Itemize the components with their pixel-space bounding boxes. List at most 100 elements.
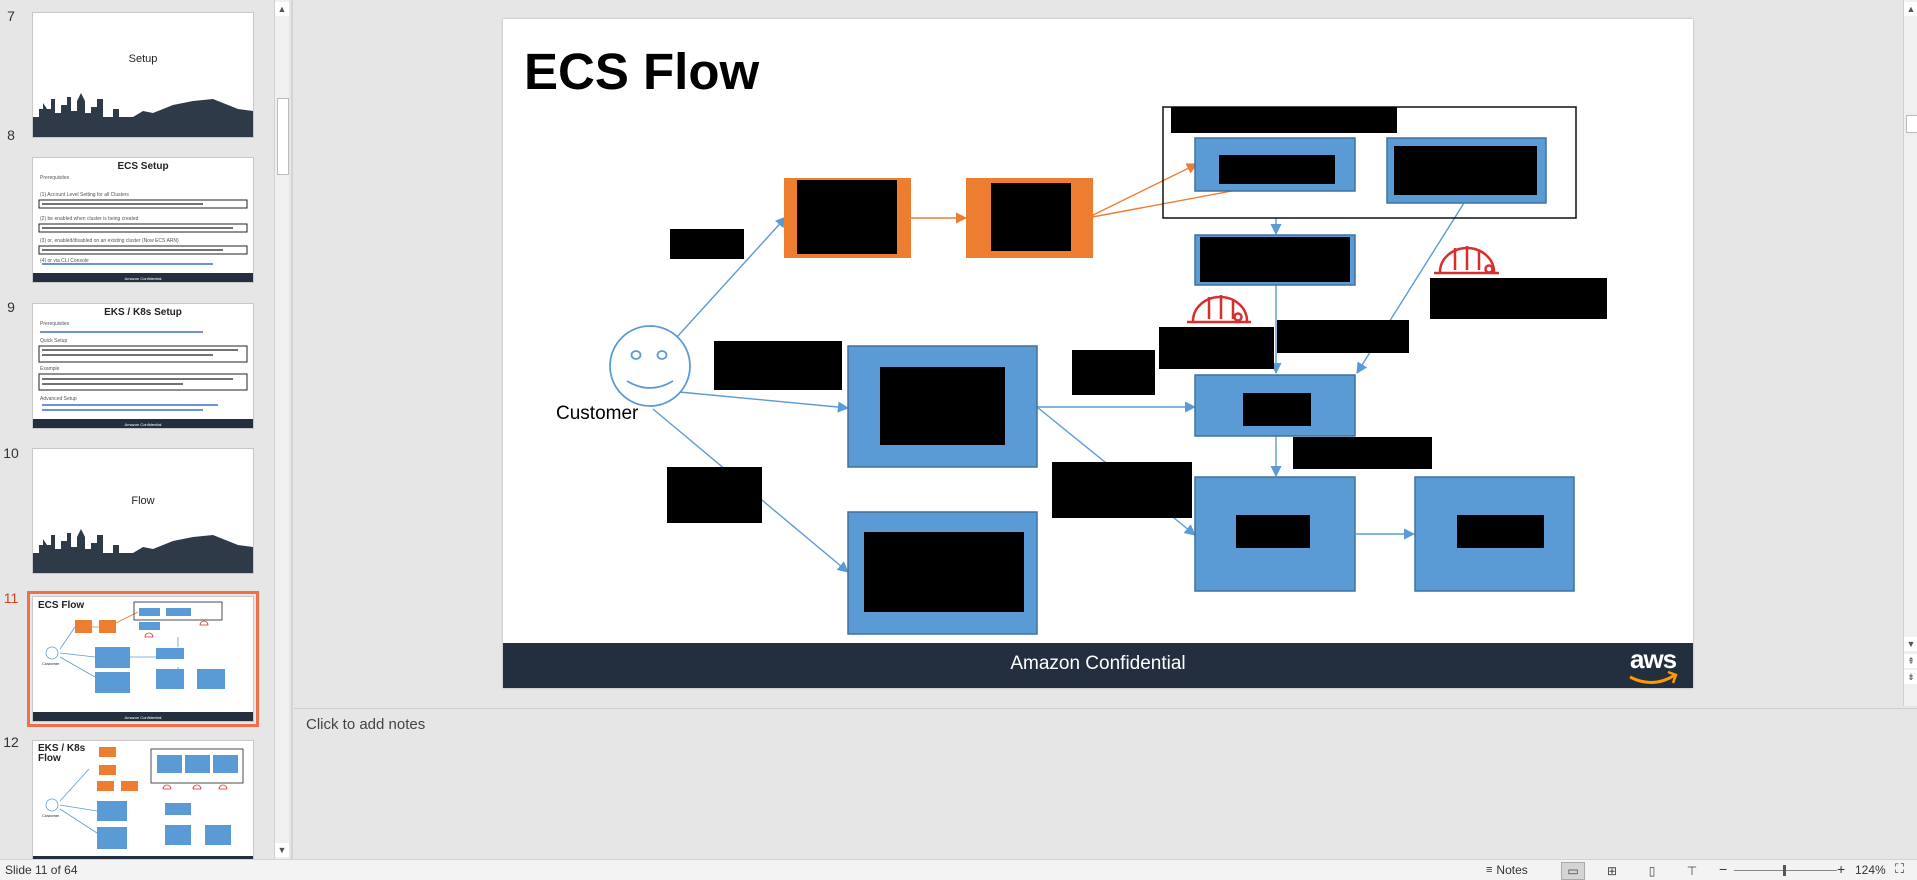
reading-view-icon: ▯ <box>1648 864 1656 878</box>
redacted-label <box>1236 515 1310 548</box>
slide-thumbnail-10[interactable]: Flow <box>32 448 254 574</box>
zoom-level[interactable]: 124% <box>1855 863 1886 877</box>
redacted-label <box>667 467 762 523</box>
thumbnail-number: 11 <box>3 590 19 606</box>
thumbnail-number: 8 <box>7 127 15 143</box>
thumbnail-diagram <box>33 747 253 859</box>
redacted-label <box>864 532 1024 612</box>
thumbnail-line: Advanced Setup <box>40 396 77 402</box>
redacted-label <box>1430 278 1607 319</box>
thumbnail-number: 9 <box>7 299 15 315</box>
scrollbar-thumb[interactable] <box>1906 115 1917 133</box>
redacted-label <box>1072 350 1155 395</box>
thumbnail-number: 12 <box>3 734 19 750</box>
footer-confidential-text[interactable]: Amazon Confidential <box>1010 653 1186 674</box>
fit-to-window-icon[interactable]: ⛶ <box>1895 861 1905 876</box>
slide-thumbnail-8[interactable]: ECS Setup Prerequisites (1) Account Leve… <box>32 157 254 283</box>
thumbnail-footer: Amazon Confidential <box>124 422 162 427</box>
slide-show-button[interactable]: ⊤ <box>1680 862 1704 880</box>
slide-sorter-button[interactable]: ⊞ <box>1600 862 1624 880</box>
zoom-out-icon[interactable]: − <box>1719 861 1728 877</box>
redacted-label <box>797 180 897 254</box>
skyline-graphic <box>33 529 253 573</box>
ecs-flow-diagram <box>503 106 1693 688</box>
thumbnail-line: (2) be enabled when cluster is being cre… <box>40 216 139 222</box>
aws-logo: aws <box>1630 644 1677 674</box>
notes-placeholder[interactable]: Click to add notes <box>306 716 426 733</box>
slide-thumbnail-9[interactable]: EKS / K8s Setup Prerequisites Quick Setu… <box>32 303 254 429</box>
connector-line <box>1086 163 1199 219</box>
thumbnail-title: Setup <box>128 53 158 65</box>
slide-title[interactable]: ECS Flow <box>524 43 760 100</box>
thumbnail-scrollbar[interactable]: ▲ ▼ <box>274 0 289 859</box>
notes-button[interactable]: ≡ Notes <box>1486 861 1528 879</box>
previous-slide-icon[interactable]: ⇞ <box>1904 654 1917 668</box>
redacted-label <box>991 183 1071 251</box>
thumbnail-title: EKS / K8s Flow <box>38 743 86 764</box>
redacted-label <box>1052 462 1192 518</box>
thumbnail-title: ECS Setup <box>117 161 169 172</box>
redacted-label <box>1394 146 1537 195</box>
thumbnail-title: ECS Flow <box>38 600 85 611</box>
slide-indicator: Slide 11 of 64 <box>5 863 78 877</box>
footer-bar <box>503 643 1693 688</box>
redacted-label <box>880 367 1005 445</box>
redacted-label <box>1159 327 1274 369</box>
thumbnail-title: EKS / K8s Setup <box>104 307 182 318</box>
pane-divider[interactable] <box>291 0 293 859</box>
thumbnail-line: (4) or via CLI Console <box>40 258 89 264</box>
slide-editing-area[interactable]: ECS Flow Customer Amazon Confidential aw… <box>294 0 1917 706</box>
redacted-label <box>1277 320 1409 353</box>
thumbnail-line: Prerequisites <box>40 321 70 327</box>
scroll-up-arrow-icon[interactable]: ▲ <box>275 2 289 16</box>
thumbnail-footer: Amazon Confidential <box>124 715 162 720</box>
slide-show-icon: ⊤ <box>1686 864 1698 878</box>
redacted-label <box>1200 237 1350 282</box>
scroll-down-arrow-icon[interactable]: ▼ <box>1904 637 1917 651</box>
scroll-down-arrow-icon[interactable]: ▼ <box>275 843 289 857</box>
status-bar: Slide 11 of 64 ≡ Notes ▭ ⊞ ▯ ⊤ − + 124% … <box>0 859 1917 880</box>
hard-hat-icon <box>1434 246 1499 275</box>
notes-pane[interactable]: Click to add notes <box>294 708 1917 860</box>
redacted-label <box>1171 107 1397 133</box>
notes-icon: ≡ <box>1486 864 1493 876</box>
skyline-graphic <box>33 93 253 137</box>
slide-thumbnail-7[interactable]: Setup <box>32 12 254 138</box>
thumbnail-number: 7 <box>7 8 15 24</box>
reading-view-button[interactable]: ▯ <box>1640 862 1664 880</box>
scroll-up-arrow-icon[interactable]: ▲ <box>1904 2 1917 16</box>
connector-line <box>676 216 787 338</box>
thumbnail-line: Quick Setup <box>40 338 68 344</box>
slide-thumbnail-pane[interactable]: 7 Setup 8 ECS Setup Prerequisites (1) Ac… <box>0 0 276 859</box>
hard-hat-icon <box>1187 295 1251 324</box>
redacted-label <box>1457 515 1544 548</box>
thumbnail-footer: Amazon Confidential <box>124 276 162 281</box>
slide-sorter-icon: ⊞ <box>1606 864 1618 878</box>
redacted-label <box>1219 155 1335 184</box>
slide-thumbnail-11[interactable]: ECS Flow Customer Amazon Confidential <box>27 591 259 727</box>
thumbnail-diagram <box>33 601 253 721</box>
redacted-label <box>670 229 744 259</box>
notes-button-label: Notes <box>1496 863 1528 877</box>
slide-scrollbar[interactable]: ▲ ▼ ⇞ ⇟ <box>1903 0 1917 706</box>
aws-smile-icon <box>1629 673 1676 684</box>
slide-thumbnail-12[interactable]: EKS / K8s Flow Customer <box>32 740 254 859</box>
zoom-slider-thumb[interactable] <box>1783 865 1786 876</box>
scrollbar-thumb[interactable] <box>277 98 289 175</box>
thumbnail-line: (3) or, enabled/disabled on an existing … <box>40 238 179 244</box>
thumbnail-title: Flow <box>131 495 155 507</box>
smiley-face-icon <box>609 325 691 407</box>
connector-line <box>678 391 850 413</box>
actor-label-customer[interactable]: Customer <box>556 403 639 424</box>
normal-view-icon: ▭ <box>1567 864 1579 878</box>
redacted-label <box>714 341 842 390</box>
redacted-label <box>1293 437 1432 469</box>
thumbnail-line: (1) Account Level Setting for all Cluste… <box>40 192 129 198</box>
next-slide-icon[interactable]: ⇟ <box>1904 670 1917 684</box>
current-slide[interactable]: ECS Flow Customer Amazon Confidential aw… <box>503 19 1693 688</box>
thumbnail-actor-label: Customer <box>42 661 60 666</box>
zoom-in-icon[interactable]: + <box>1837 861 1846 877</box>
thumbnail-actor-label: Customer <box>42 813 60 818</box>
normal-view-button[interactable]: ▭ <box>1561 862 1585 880</box>
thumbnail-line: Prerequisites <box>40 175 70 181</box>
